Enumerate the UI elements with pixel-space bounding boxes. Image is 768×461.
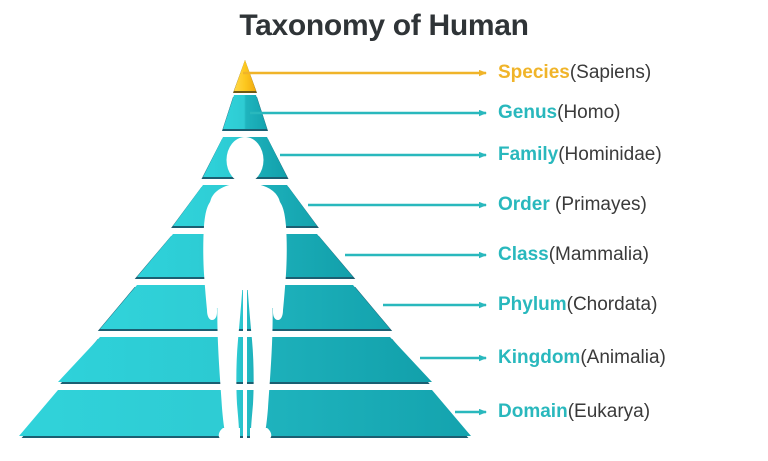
rank-name-genus: Genus	[498, 102, 558, 123]
rank-label-order: Order (Primayes)	[498, 194, 647, 216]
rank-taxon-genus: (Homo)	[557, 102, 621, 123]
rank-taxon-class: (Mammalia)	[548, 244, 649, 265]
rank-name-order: Order	[498, 194, 556, 215]
rank-taxon-domain: (Eukarya)	[567, 401, 651, 422]
rank-taxon-phylum: (Chordata)	[566, 294, 658, 315]
rank-label-genus: Genus(Homo)	[498, 102, 620, 124]
human-silhouette-icon	[203, 137, 287, 440]
rank-label-kingdom: Kingdom(Animalia)	[498, 347, 666, 369]
rank-label-class: Class(Mammalia)	[498, 244, 649, 266]
rank-taxon-species: (Sapiens)	[569, 62, 652, 83]
rank-name-family: Family	[498, 144, 559, 165]
rank-name-class: Class	[498, 244, 549, 265]
rank-taxon-family: (Hominidae)	[558, 144, 662, 165]
rank-name-kingdom: Kingdom	[498, 347, 581, 368]
rank-name-species: Species	[498, 62, 570, 83]
pyramid-tier-species	[233, 60, 257, 93]
page-title: Taxonomy of Human	[239, 9, 529, 42]
pyramid-tier-genus	[222, 95, 268, 131]
rank-label-domain: Domain(Eukarya)	[498, 401, 650, 423]
rank-label-species: Species(Sapiens)	[498, 62, 651, 84]
rank-taxon-kingdom: (Animalia)	[580, 347, 666, 368]
rank-label-phylum: Phylum(Chordata)	[498, 294, 657, 316]
rank-label-family: Family(Hominidae)	[498, 144, 662, 166]
rank-name-phylum: Phylum	[498, 294, 567, 315]
rank-taxon-order: (Primayes)	[555, 194, 647, 215]
rank-name-domain: Domain	[498, 401, 568, 422]
